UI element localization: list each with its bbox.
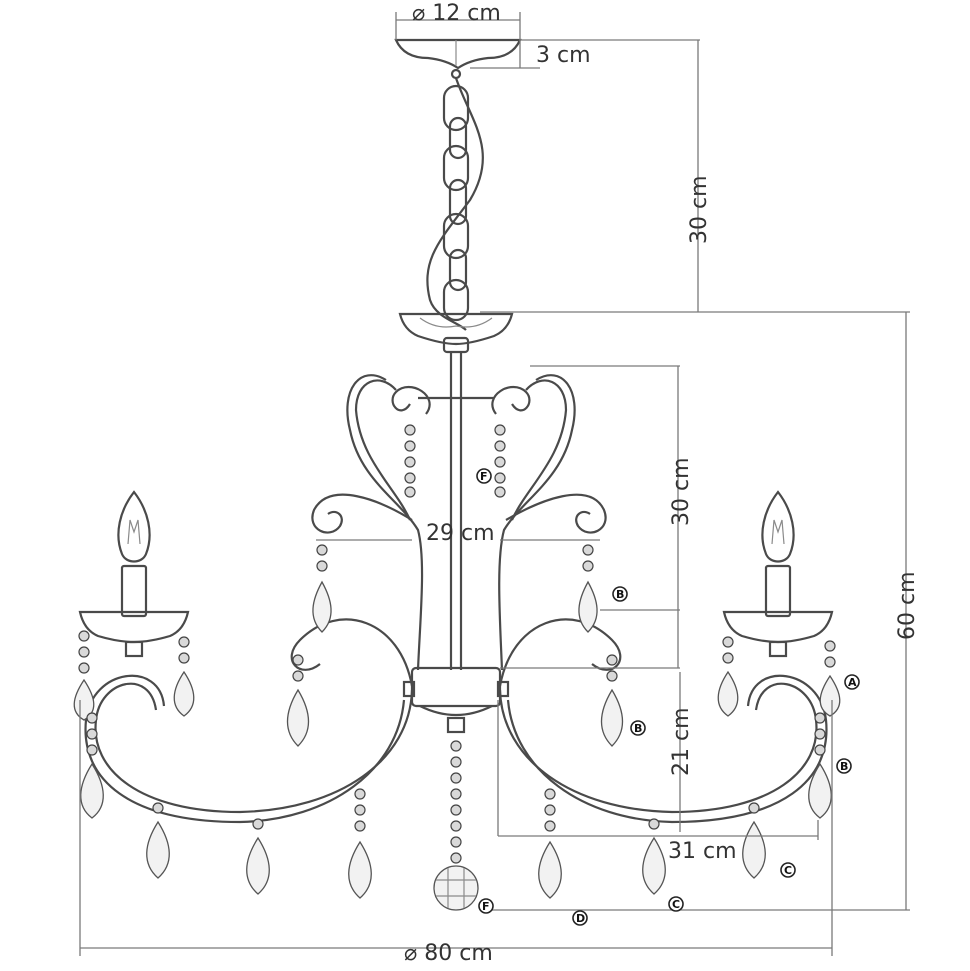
total-height-label: 60 cm [895, 571, 920, 640]
svg-text:F: F [482, 900, 490, 913]
dimension-lines [79, 12, 910, 956]
chain-length-label: 30 cm [687, 175, 712, 244]
marker-b-2: B [630, 720, 646, 736]
upper-scroll-frame [311, 374, 607, 671]
marker-b-1: B [612, 586, 628, 602]
svg-text:A: A [848, 676, 857, 689]
upper-frame-height-label: 30 cm [669, 457, 694, 526]
arm-reach-label: 31 cm [668, 839, 737, 864]
total-diameter-label: ⌀ 80 cm [404, 941, 493, 966]
marker-b-3: B [836, 758, 852, 774]
ceiling-canopy [394, 38, 522, 80]
canopy-diameter-label: ⌀ 12 cm [412, 1, 501, 26]
marker-a: A [844, 674, 860, 690]
upper-cup [398, 312, 514, 354]
arm-drop-label: 21 cm [669, 707, 694, 776]
svg-text:B: B [840, 760, 848, 773]
svg-text:B: B [634, 722, 642, 735]
left-candle [78, 490, 190, 658]
marker-c-2: C [668, 896, 684, 912]
canopy-height-label: 3 cm [536, 43, 591, 68]
svg-text:C: C [784, 864, 792, 877]
hanging-chain [426, 77, 484, 331]
svg-text:D: D [576, 912, 585, 925]
svg-text:B: B [616, 588, 624, 601]
marker-f-lower: F [478, 898, 494, 914]
svg-text:C: C [672, 898, 680, 911]
left-arm [84, 618, 414, 824]
upper-frame-width-label: 29 cm [426, 521, 495, 546]
marker-f-upper: F [476, 468, 492, 484]
right-arm [498, 618, 828, 824]
central-hub [402, 666, 510, 734]
central-stem [418, 352, 494, 670]
marker-d: D [572, 910, 588, 926]
marker-c-1: C [780, 862, 796, 878]
svg-text:F: F [480, 470, 488, 483]
crystal-strands [73, 424, 841, 911]
right-candle [722, 490, 834, 658]
